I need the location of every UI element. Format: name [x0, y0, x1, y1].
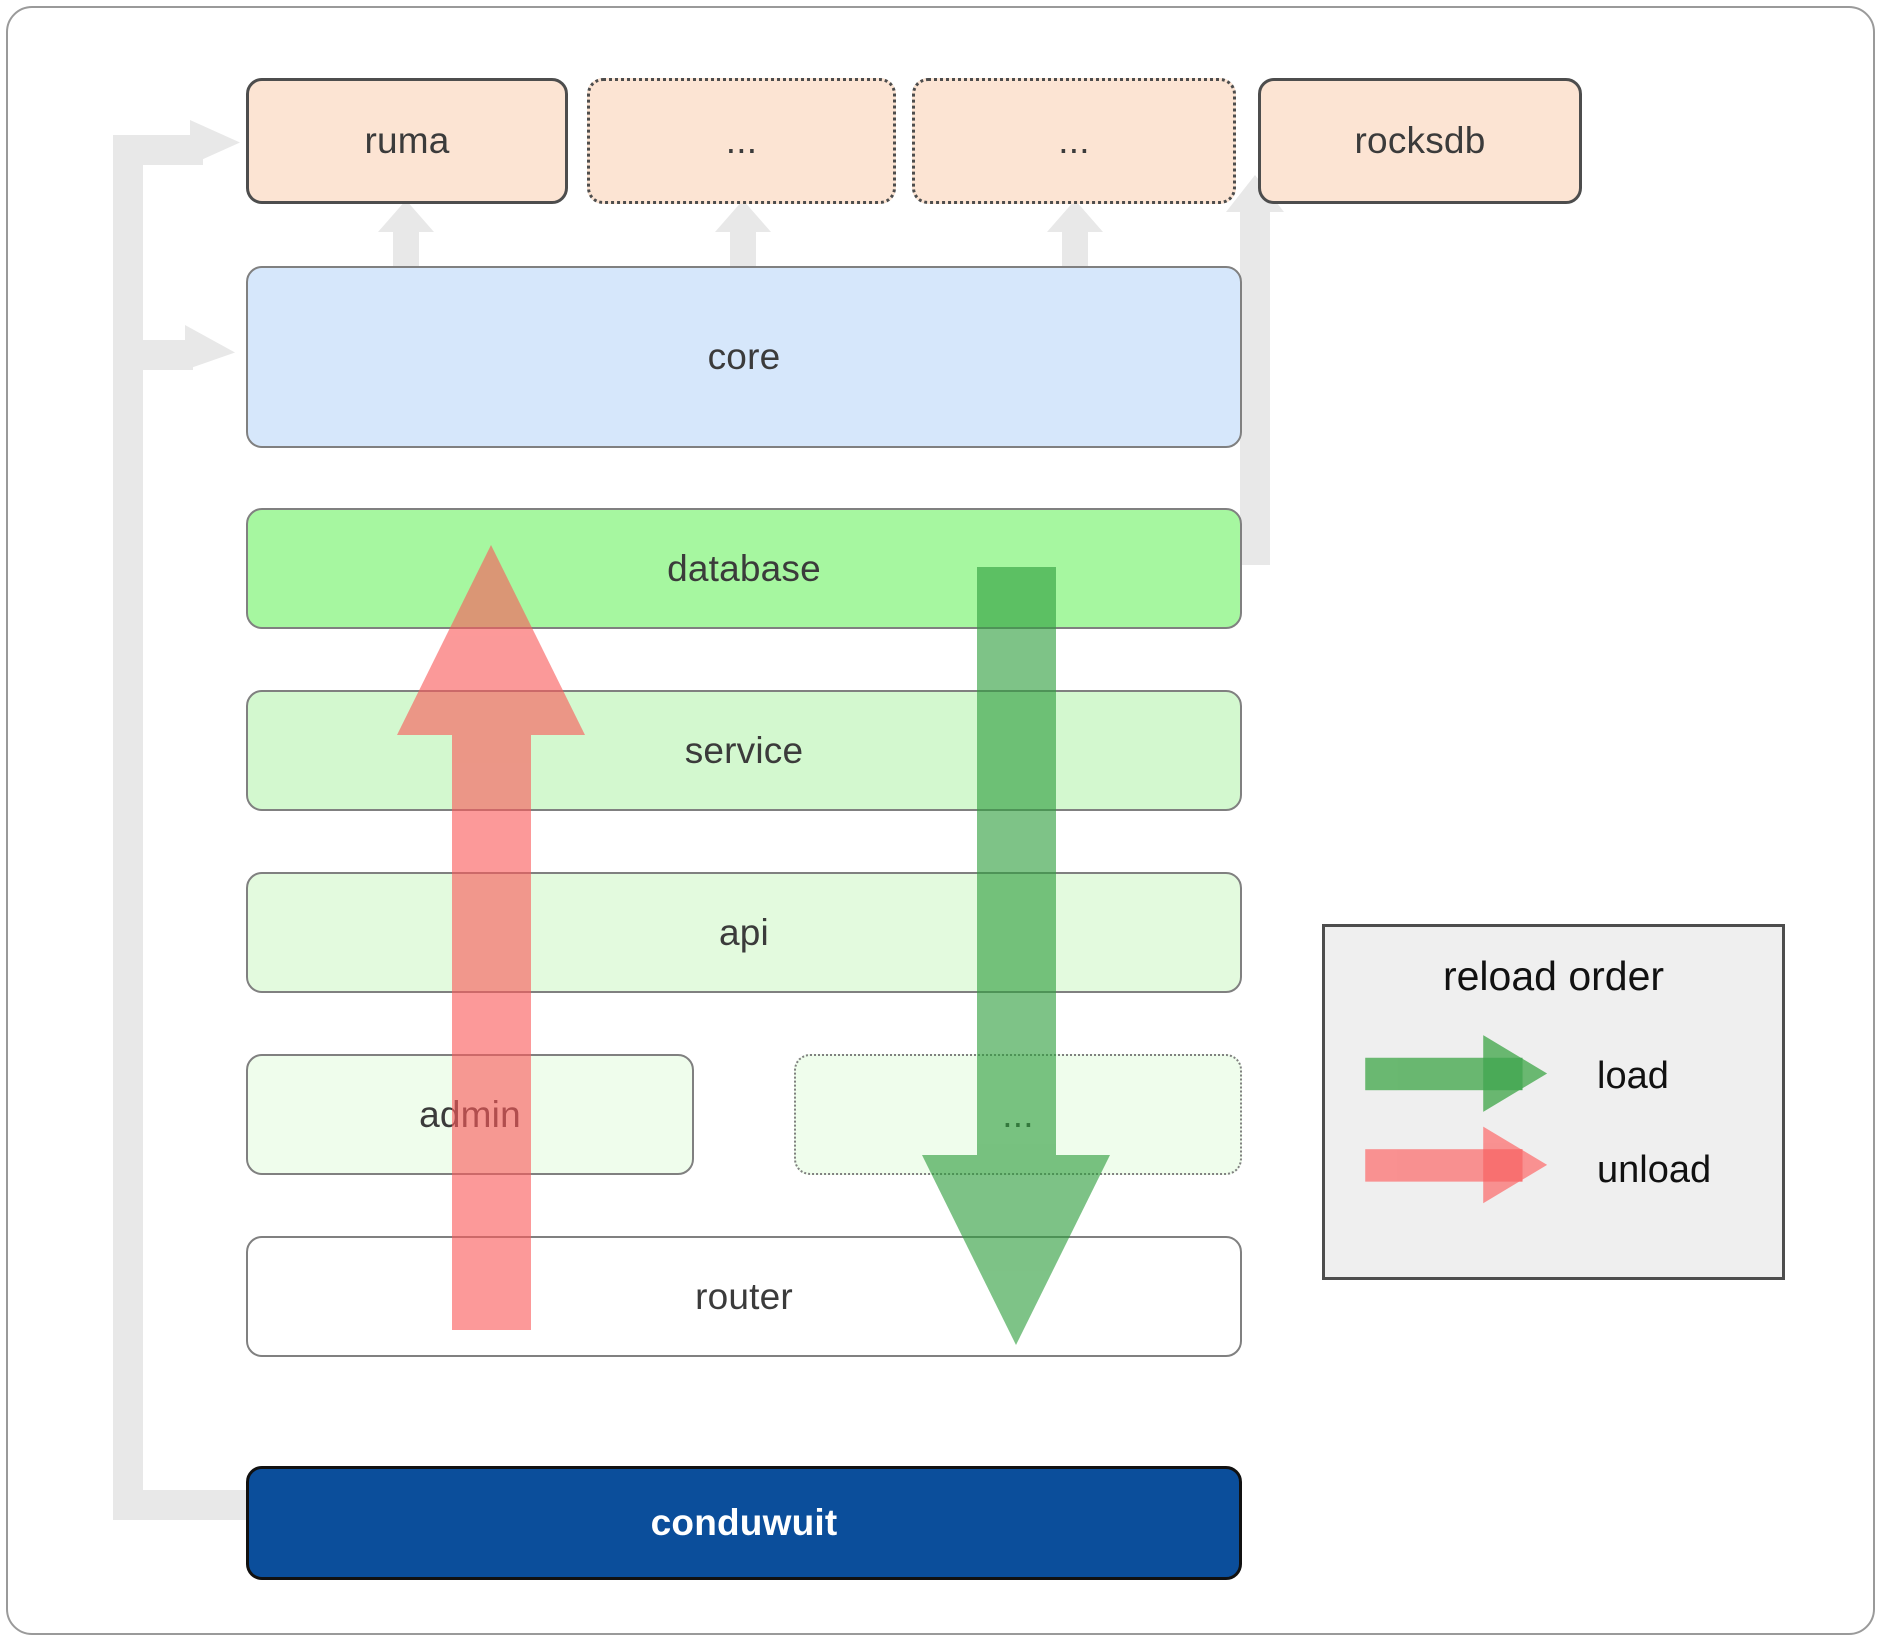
node-label: router	[695, 1275, 793, 1317]
node-core[interactable]: core	[246, 266, 1242, 448]
node-label: admin	[419, 1093, 521, 1135]
node-label: rocksdb	[1354, 120, 1486, 161]
diagram-frame	[6, 6, 1875, 1635]
node-dep-ellipsis-1[interactable]: ...	[587, 78, 896, 204]
node-label: database	[667, 547, 821, 589]
node-database[interactable]: database	[246, 508, 1242, 629]
node-label: ...	[1058, 120, 1090, 161]
node-router[interactable]: router	[246, 1236, 1242, 1357]
node-label: service	[684, 729, 804, 771]
node-label: core	[707, 336, 781, 377]
node-ruma[interactable]: ruma	[246, 78, 568, 204]
node-dep-ellipsis-2[interactable]: ...	[912, 78, 1236, 204]
node-label: ...	[1002, 1093, 1034, 1135]
node-label: ...	[725, 120, 758, 161]
node-api[interactable]: api	[246, 872, 1242, 993]
node-service[interactable]: service	[246, 690, 1242, 811]
node-rocksdb[interactable]: rocksdb	[1258, 78, 1582, 204]
legend-label-unload: unload	[1597, 1149, 1712, 1191]
legend-arrows	[1365, 1035, 1548, 1204]
legend-arrow-load	[1365, 1035, 1548, 1112]
legend-arrow-unload	[1365, 1126, 1548, 1204]
legend-box: reload order load unload	[1322, 924, 1785, 1280]
node-label: conduwuit	[650, 1502, 838, 1543]
node-layer-ellipsis[interactable]: ...	[794, 1054, 1242, 1175]
node-admin[interactable]: admin	[246, 1054, 694, 1175]
node-label: ruma	[364, 120, 450, 161]
node-conduwuit[interactable]: conduwuit	[246, 1466, 1242, 1580]
legend-title: reload order	[1442, 953, 1665, 999]
legend-label-load: load	[1597, 1055, 1669, 1097]
node-label: api	[719, 911, 769, 953]
